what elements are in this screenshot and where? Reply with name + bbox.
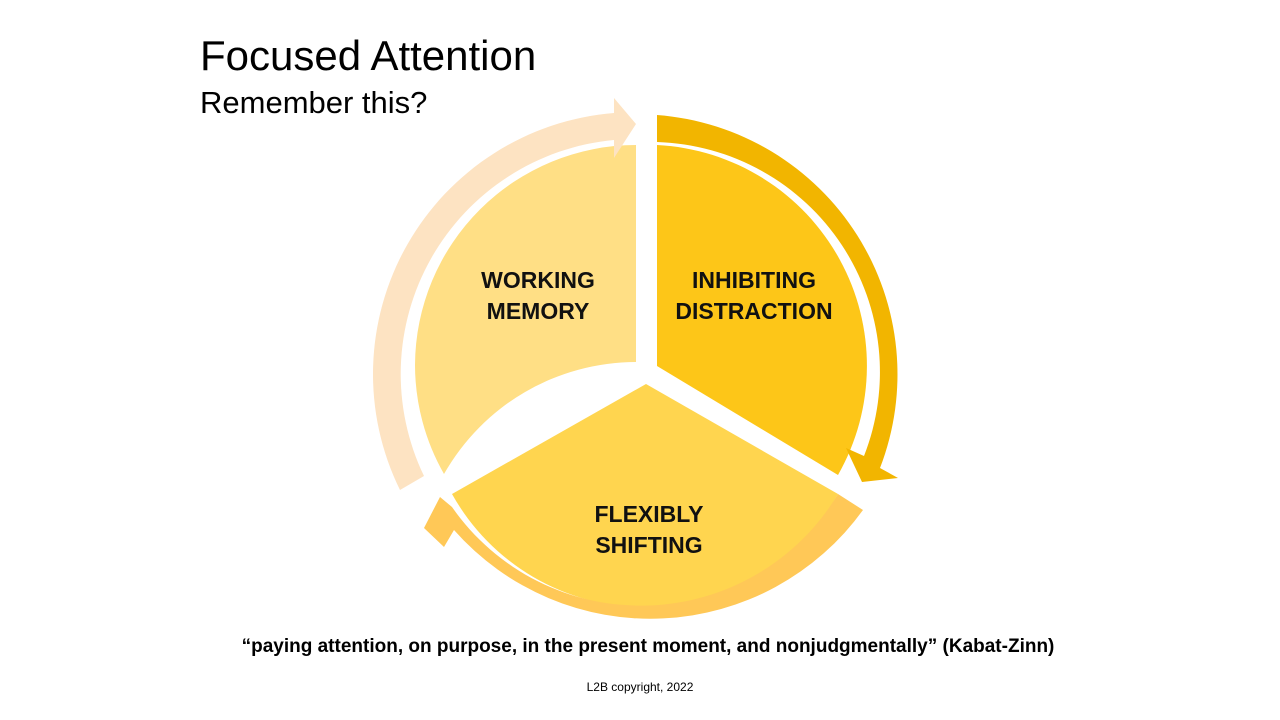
wedge-flexibly-shifting	[452, 384, 838, 608]
label-flexibly-shifting: FLEXIBLY SHIFTING	[594, 501, 704, 558]
label-working-memory: WORKING MEMORY	[481, 267, 595, 324]
copyright-notice: L2B copyright, 2022	[586, 680, 694, 694]
slide-subtitle: Remember this?	[200, 85, 428, 120]
arrow-inhibiting-distraction	[657, 115, 898, 482]
wedge-working-memory	[415, 145, 636, 474]
wedge-inhibiting-distraction	[657, 145, 867, 475]
label-inhibiting-distraction: INHIBITING DISTRACTION	[675, 267, 833, 324]
arrow-working-memory	[372, 98, 636, 490]
arrow-flexibly-shifting	[424, 494, 863, 619]
slide-title: Focused Attention	[200, 32, 537, 79]
quote: “paying attention, on purpose, in the pr…	[241, 636, 1055, 657]
